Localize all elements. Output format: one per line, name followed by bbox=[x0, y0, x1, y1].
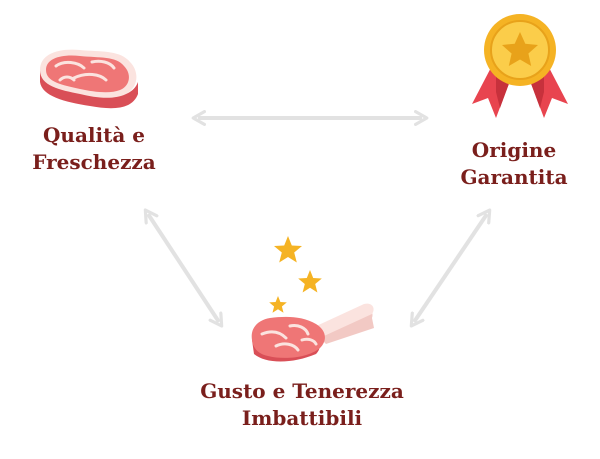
node-label-line: Garantita bbox=[460, 165, 568, 189]
arrow-origin-taste bbox=[409, 208, 492, 328]
node-label-origin: Origine Garantita bbox=[434, 137, 594, 191]
steak-icon bbox=[40, 49, 138, 109]
star-icon bbox=[298, 270, 322, 293]
node-label-line: Gusto e Tenerezza bbox=[200, 379, 404, 403]
node-label-line: Freschezza bbox=[32, 150, 156, 174]
node-label-line: Imbattibili bbox=[241, 406, 363, 430]
node-label-line: Qualità e bbox=[42, 123, 145, 147]
arrow-quality-taste bbox=[143, 208, 224, 328]
star-icon bbox=[274, 236, 302, 263]
node-label-taste: Gusto e Tenerezza Imbattibili bbox=[178, 378, 426, 432]
node-label-line: Origine bbox=[471, 138, 557, 162]
star-icon bbox=[269, 296, 287, 313]
ribs-with-stars-icon bbox=[251, 236, 374, 362]
node-label-quality: Qualità e Freschezza bbox=[16, 122, 172, 176]
award-medal-icon bbox=[472, 14, 568, 118]
